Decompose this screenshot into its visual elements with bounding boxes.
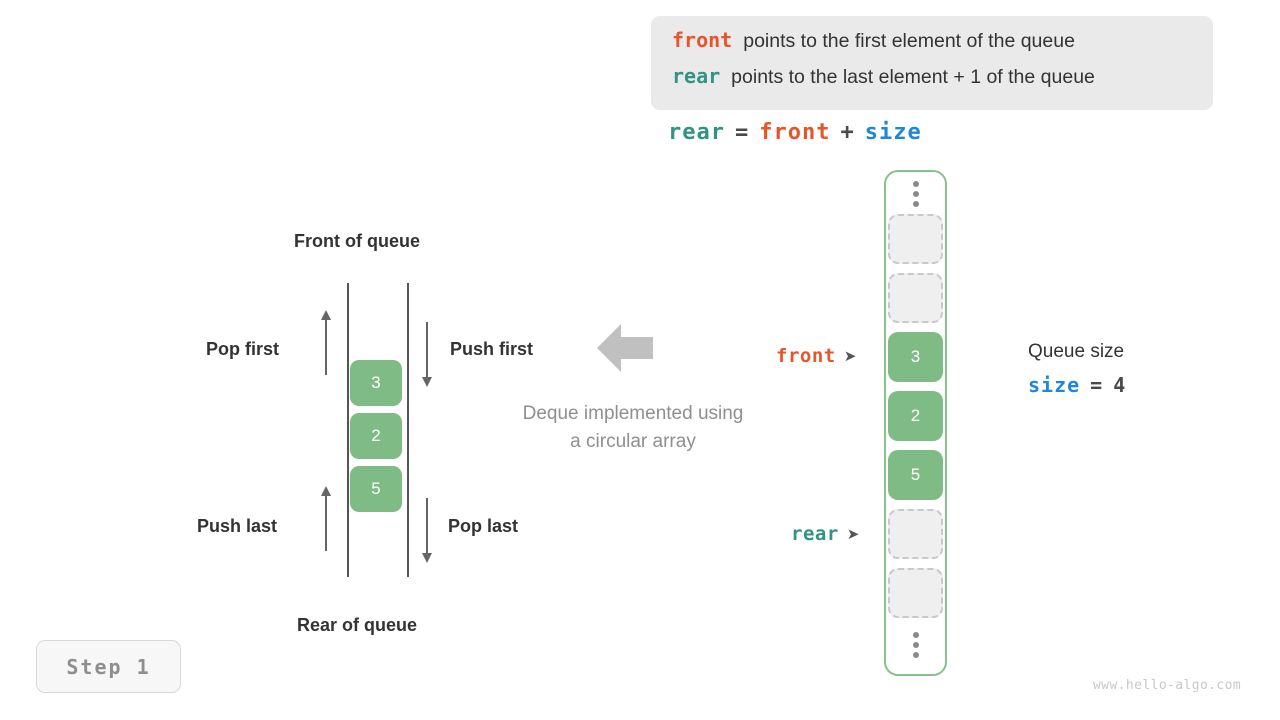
push-last-label: Push last [197, 516, 278, 536]
info-line-front: front points to the first element of the… [672, 28, 1213, 64]
big-left-arrow-icon [597, 324, 653, 372]
formula-rear-term: rear [668, 120, 725, 145]
rear-pointer: rear ➤ [791, 523, 860, 545]
pointer-definitions-box: front points to the first element of the… [651, 16, 1213, 110]
watermark: www.hello-algo.com [1093, 678, 1242, 693]
front-keyword: front [672, 28, 733, 52]
front-pointer-arrow-icon: ➤ [843, 348, 857, 365]
rear-keyword: rear [672, 64, 721, 88]
arrow-down-icon [422, 498, 432, 563]
deque-cell: 5 [350, 466, 402, 512]
diagram-caption: Deque implemented using a circular array [493, 400, 773, 456]
formula-size-term: size [864, 120, 922, 145]
array-slot [888, 568, 943, 618]
push-first-label: Push first [450, 339, 534, 359]
formula-front-term: front [759, 120, 831, 145]
array-slot [888, 509, 943, 559]
front-pointer: front ➤ [776, 345, 857, 367]
arrow-up-icon [321, 486, 331, 551]
array-slot: 3 [888, 332, 943, 382]
caption-line-1: Deque implemented using [522, 403, 744, 424]
deque-cell: 2 [350, 413, 402, 459]
rear-pointer-label: rear [791, 523, 839, 545]
front-of-queue-label: Front of queue [294, 231, 420, 251]
size-value: 4 [1113, 373, 1127, 397]
rear-description: points to the last element + 1 of the qu… [731, 66, 1095, 88]
arrow-down-icon [422, 322, 432, 387]
front-description: points to the first element of the queue [743, 30, 1075, 52]
pop-last-label: Pop last [448, 516, 519, 536]
deque-rail-left [347, 283, 349, 577]
formula-plus: + [840, 120, 855, 145]
ellipsis-top-icon [910, 181, 921, 207]
rear-formula: rear = front + size [668, 120, 932, 145]
pop-first-label: Pop first [206, 339, 280, 359]
ellipsis-bottom-icon [910, 632, 921, 658]
rear-of-queue-label: Rear of queue [297, 615, 418, 635]
arrow-up-icon [321, 310, 331, 375]
queue-size-expression: size = 4 [1028, 373, 1136, 397]
caption-line-2: a circular array [570, 431, 696, 452]
queue-size-block: Queue size size = 4 [1028, 341, 1136, 397]
info-line-rear: rear points to the last element + 1 of t… [672, 64, 1213, 100]
array-slot [888, 214, 943, 264]
deque-rail-right [407, 283, 409, 577]
array-slot: 5 [888, 450, 943, 500]
deque-cell: 3 [350, 360, 402, 406]
array-slot [888, 273, 943, 323]
step-badge: Step 1 [36, 640, 181, 693]
size-equals: = [1090, 373, 1104, 397]
formula-equals: = [734, 120, 750, 145]
front-pointer-label: front [776, 345, 836, 367]
rear-pointer-arrow-icon: ➤ [846, 526, 860, 543]
array-slot: 2 [888, 391, 943, 441]
queue-size-title: Queue size [1028, 341, 1125, 362]
size-variable: size [1028, 373, 1081, 397]
